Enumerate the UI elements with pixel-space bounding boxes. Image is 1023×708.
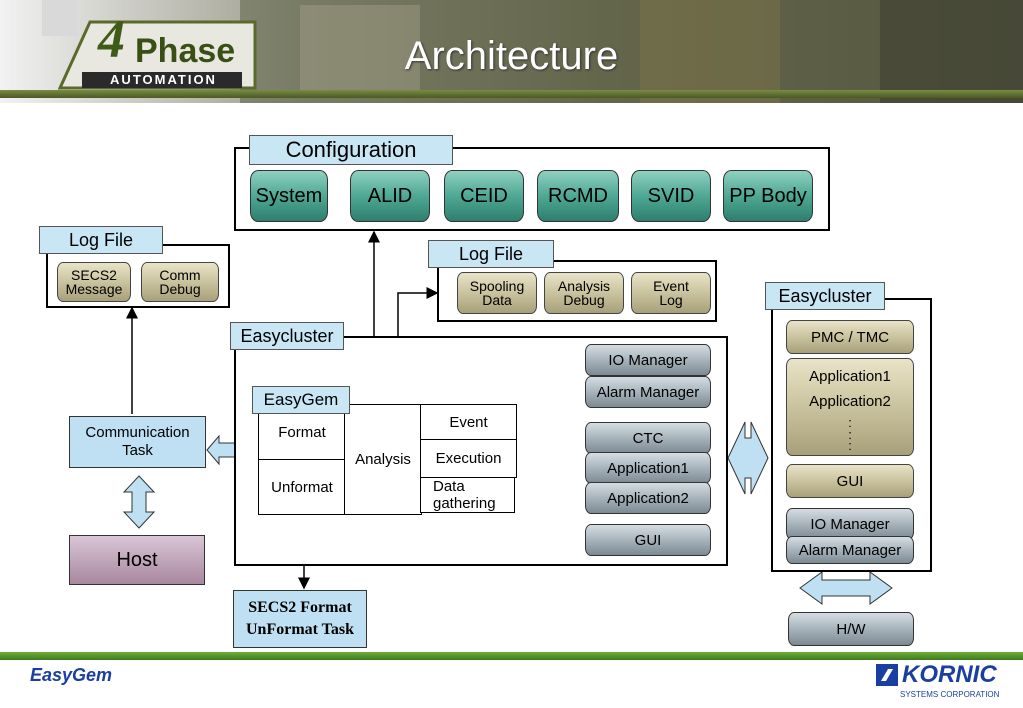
alarm-manager-right: Alarm Manager bbox=[786, 536, 914, 564]
cluster-hw-hollow-arrow bbox=[799, 571, 893, 605]
logo-word: Phase bbox=[135, 32, 236, 70]
footer-easygem: EasyGem bbox=[30, 665, 113, 685]
event-log: Event Log bbox=[631, 272, 711, 314]
unformat-cell: Unformat bbox=[258, 459, 346, 515]
config-alid: ALID bbox=[350, 170, 430, 222]
io-manager-right: IO Manager bbox=[786, 508, 914, 540]
alarm-manager-main: Alarm Manager bbox=[585, 376, 711, 408]
secs2-task-box: SECS2 Format UnFormat Task bbox=[233, 590, 367, 648]
pmc-tmc-right: PMC / TMC bbox=[786, 320, 914, 354]
kornic-logo-icon bbox=[876, 664, 898, 686]
analysis-debug-log: Analysis Debug bbox=[544, 272, 624, 314]
header-banner: 4 Phase AUTOMATION Architecture bbox=[0, 0, 1023, 103]
hw-box: H/W bbox=[788, 612, 914, 646]
data-gathering-cell: Data gathering bbox=[420, 477, 515, 513]
left-log-label: Log File bbox=[39, 226, 163, 254]
event-cell: Event bbox=[420, 404, 517, 440]
easycluster-right-label: Easycluster bbox=[765, 282, 885, 310]
configuration-label: Configuration bbox=[249, 135, 453, 165]
logo-number: 4 bbox=[98, 9, 125, 69]
execution-cell: Execution bbox=[420, 439, 517, 478]
gui-right: GUI bbox=[786, 464, 914, 498]
easycluster-main-label: Easycluster bbox=[230, 322, 344, 350]
logo-subtitle: AUTOMATION bbox=[110, 72, 217, 87]
page-title: Architecture bbox=[404, 34, 619, 78]
mid-log-label: Log File bbox=[428, 240, 554, 268]
config-svid: SVID bbox=[631, 170, 711, 222]
comm-debug-log: Comm Debug bbox=[141, 262, 219, 302]
spooling-data-log: Spooling Data bbox=[457, 272, 537, 314]
apps-stack-right bbox=[786, 358, 914, 456]
cluster-link-hollow-arrow bbox=[727, 421, 769, 495]
application1-right: Application1 bbox=[809, 368, 891, 385]
ctc-main: CTC bbox=[585, 422, 711, 454]
gui-main: GUI bbox=[585, 524, 711, 556]
comm-host-hollow-arrow bbox=[122, 475, 156, 529]
config-pp-body: PP Body bbox=[723, 170, 813, 222]
easygem-label: EasyGem bbox=[252, 386, 350, 414]
application2-right: Application2 bbox=[809, 393, 891, 410]
config-system: System bbox=[250, 170, 328, 222]
footer-brand-sub: SYSTEMS CORPORATION bbox=[900, 690, 1000, 699]
application1-main: Application1 bbox=[585, 452, 711, 484]
application2-main: Application2 bbox=[585, 482, 711, 514]
config-rcmd: RCMD bbox=[537, 170, 619, 222]
header-background bbox=[0, 0, 1023, 103]
ellipsis-dots: : : : bbox=[848, 415, 852, 454]
io-manager-main: IO Manager bbox=[585, 344, 711, 376]
host-box: Host bbox=[69, 535, 205, 585]
config-ceid: CEID bbox=[444, 170, 524, 222]
communication-task-box: Communication Task bbox=[69, 416, 206, 468]
footer-brand: KORNIC bbox=[902, 661, 997, 688]
analysis-cell: Analysis bbox=[344, 404, 422, 515]
footer-bar bbox=[0, 652, 1023, 660]
secs2-message-log: SECS2 Message bbox=[57, 262, 131, 302]
